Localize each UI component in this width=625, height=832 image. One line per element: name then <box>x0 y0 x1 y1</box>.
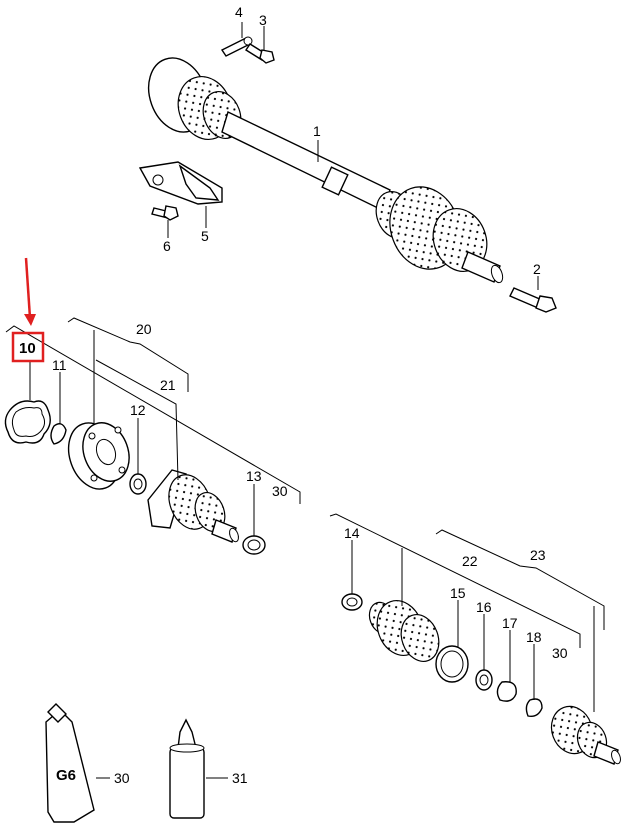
clamp-15 <box>435 645 469 683</box>
grease-tube-30: G6 <box>45 703 95 823</box>
boot-22 <box>368 600 440 662</box>
clamp-13 <box>242 535 266 555</box>
joint-21 <box>147 469 239 543</box>
leader-lines <box>5 22 605 779</box>
seal-10 <box>4 400 51 444</box>
callout-2: 2 <box>533 261 541 277</box>
heat-shield-5-and-bolt-6 <box>138 161 223 221</box>
callout-30-right: 30 <box>552 645 568 661</box>
callout-30-left: 30 <box>272 483 288 499</box>
washer-16 <box>475 669 493 691</box>
sealant-bottle-31 <box>169 718 205 819</box>
callout-18: 18 <box>526 629 542 645</box>
highlight-arrow <box>24 257 36 326</box>
callout-10: 10 <box>19 340 36 357</box>
bolt-2 <box>509 287 557 313</box>
callout-17: 17 <box>502 615 518 631</box>
callout-11: 11 <box>52 357 67 373</box>
callout-6: 6 <box>163 238 171 254</box>
callout-15: 15 <box>450 585 466 601</box>
callout-30-tube: 30 <box>114 770 130 786</box>
callout-16: 16 <box>476 599 492 615</box>
callout-1: 1 <box>313 123 321 139</box>
tube-text: G6 <box>56 767 76 784</box>
clip-4-and-screw-3 <box>220 36 275 64</box>
callout-labels: 1 2 3 4 5 6 10 11 12 13 14 15 16 17 18 2… <box>19 4 568 786</box>
circlip-18 <box>525 698 543 718</box>
flange-hub <box>67 422 130 490</box>
clamp-14 <box>341 593 363 611</box>
callout-4: 4 <box>235 4 243 20</box>
callout-23: 23 <box>530 547 546 563</box>
highlight-box <box>11 331 45 363</box>
callout-21: 21 <box>160 377 176 393</box>
callout-12: 12 <box>130 402 146 418</box>
callout-3: 3 <box>259 12 267 28</box>
callout-22: 22 <box>462 553 478 569</box>
washer-12 <box>129 473 147 495</box>
callout-14: 14 <box>344 525 360 541</box>
callout-31: 31 <box>232 770 248 786</box>
callout-5: 5 <box>201 228 209 244</box>
circlip-11 <box>50 423 67 445</box>
callout-13: 13 <box>246 468 262 484</box>
dish-17 <box>496 681 517 702</box>
joint-23 <box>550 705 621 765</box>
callout-20: 20 <box>136 321 152 337</box>
drive-shaft-assembly <box>147 57 504 284</box>
